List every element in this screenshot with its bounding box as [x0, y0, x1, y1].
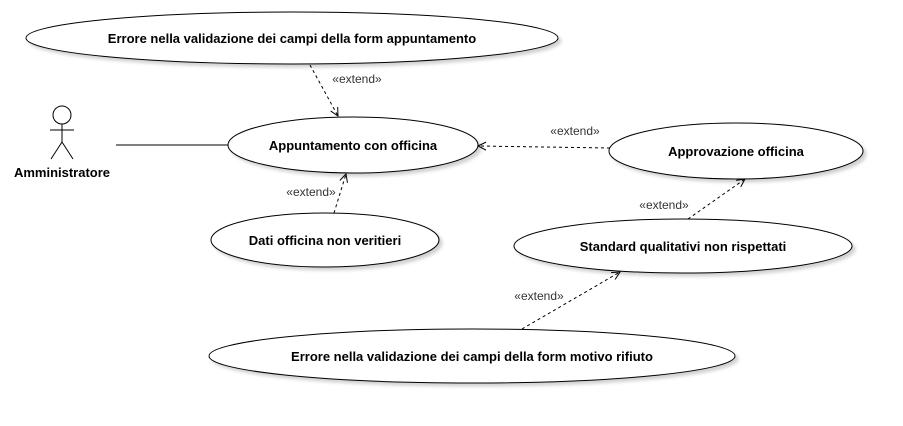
use-case-validation-appointment[interactable]: Errore nella validazione dei campi della…: [25, 11, 559, 65]
extend-label: «extend»: [550, 124, 600, 138]
extend-line-approval-to-appointment: [478, 146, 611, 148]
extend-line-falsedata-to-appointment: [333, 174, 346, 214]
use-case-quality[interactable]: Standard qualitativi non rispettati: [513, 218, 853, 274]
extend-label: «extend»: [286, 185, 336, 199]
use-case-false-data[interactable]: Dati officina non veritieri: [210, 212, 440, 268]
use-case-label: Errore nella validazione dei campi della…: [108, 31, 476, 46]
extend-relations: [309, 64, 745, 330]
extend-label: «extend»: [514, 289, 564, 303]
extend-label: «extend»: [639, 198, 689, 212]
actor-head: [52, 105, 72, 125]
actor-label: Amministratore: [14, 165, 110, 180]
extend-line-rejection-to-quality: [521, 272, 620, 330]
use-case-label: Standard qualitativi non rispettati: [580, 239, 787, 254]
use-case-label: Appuntamento con officina: [269, 138, 438, 153]
actor-leg-right: [61, 141, 74, 160]
use-case-label: Approvazione officina: [668, 144, 805, 159]
use-case-validation-rejection[interactable]: Errore nella validazione dei campi della…: [208, 328, 736, 384]
use-case-label: Dati officina non veritieri: [249, 233, 401, 248]
use-case-appointment[interactable]: Appuntamento con officina: [227, 116, 479, 174]
actor-leg-left: [50, 141, 63, 160]
use-case-label: Errore nella validazione dei campi della…: [291, 349, 653, 364]
extend-line-validation-to-appointment: [309, 64, 338, 116]
extend-line-quality-to-approval: [687, 179, 745, 220]
actor-amministratore[interactable]: Amministratore: [14, 105, 110, 180]
use-case-approval[interactable]: Approvazione officina: [608, 122, 864, 180]
extend-label: «extend»: [332, 72, 382, 86]
